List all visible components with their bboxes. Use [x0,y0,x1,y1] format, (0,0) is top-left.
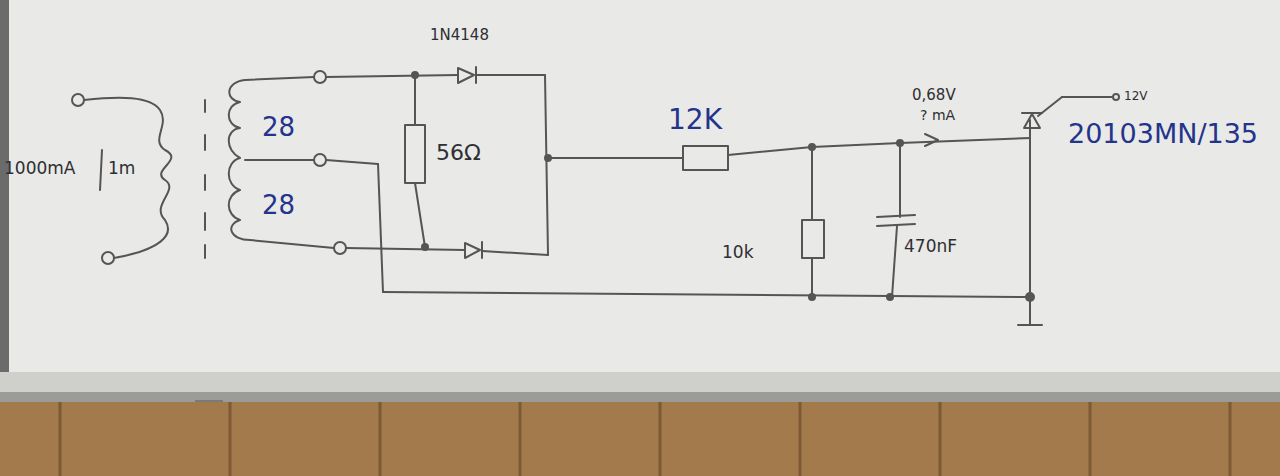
winding-turns: 28 [262,192,295,218]
resistor-value: 10k [722,244,753,261]
board-frame [0,372,1280,392]
resistor-value: 56Ω [436,142,481,164]
voltage-note: 0,68V [912,88,956,103]
supply-label: 12V [1124,90,1147,102]
resistor-value: 12K [668,106,722,134]
board-tray [0,392,1280,402]
part-number: 1N4148 [430,28,489,43]
capacitor-value: 470nF [904,238,957,255]
board-edge [0,0,9,400]
wood-wall [0,402,1280,476]
current-note: ? mA [920,108,955,122]
winding-turns: 28 [262,114,295,140]
wires [72,67,1119,325]
part-number: 20103MN/135 [1068,120,1258,147]
wood-grain [60,402,1230,476]
current-rating: 1000mA [4,160,75,177]
length-note: 1m [108,160,135,177]
junction-dots [411,71,1035,302]
